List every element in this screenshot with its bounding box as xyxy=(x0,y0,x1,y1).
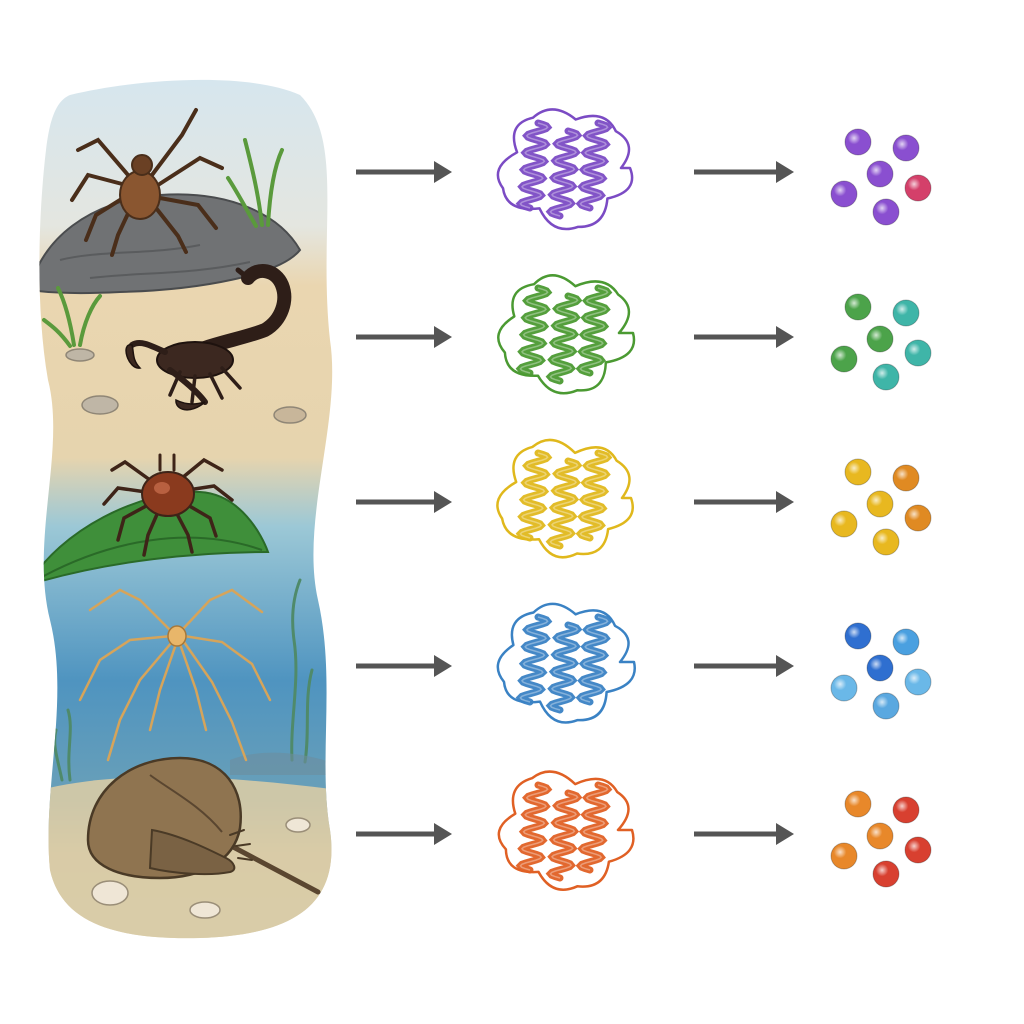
particle-cluster xyxy=(830,458,932,556)
protein-structure-icon xyxy=(496,438,634,559)
arrow-right-icon xyxy=(356,655,452,677)
horseshoe-crab-icon xyxy=(86,756,321,895)
shell xyxy=(189,901,221,919)
arrow-right-icon xyxy=(356,823,452,845)
protein-structure-icon xyxy=(496,602,636,724)
shell xyxy=(285,817,311,833)
scorpion-icon xyxy=(125,264,292,411)
sea-spider-icon xyxy=(78,588,272,762)
particle-cluster xyxy=(830,128,932,226)
protein-structure-icon xyxy=(497,770,635,891)
pebble xyxy=(65,348,95,362)
rock xyxy=(39,193,302,295)
particle-cluster xyxy=(830,790,932,888)
arrow-right-icon xyxy=(694,161,794,183)
arrow-right-icon xyxy=(694,655,794,677)
arrow-right-icon xyxy=(694,326,794,348)
pebble xyxy=(273,406,307,424)
arrow-right-icon xyxy=(694,823,794,845)
arrow-right-icon xyxy=(356,161,452,183)
arrow-right-icon xyxy=(356,491,452,513)
flow-layer xyxy=(356,108,932,891)
shell xyxy=(91,880,129,906)
arrow-right-icon xyxy=(356,326,452,348)
habitat-strip xyxy=(39,79,333,939)
spider-icon xyxy=(70,108,224,257)
grass-tuft xyxy=(42,138,284,348)
protein-structure-icon xyxy=(496,108,634,231)
arrow-right-icon xyxy=(694,491,794,513)
tick-icon xyxy=(102,453,234,557)
particle-cluster xyxy=(830,622,932,720)
protein-structure-icon xyxy=(497,274,636,395)
pebble xyxy=(81,395,119,415)
particle-cluster xyxy=(830,293,932,391)
